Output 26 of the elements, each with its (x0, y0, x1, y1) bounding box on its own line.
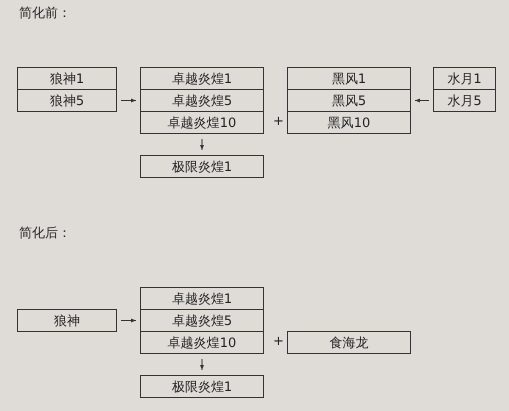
table-cell: 黑风10 (287, 111, 411, 134)
arrow (200, 358, 204, 370)
table-cell: 水月5 (433, 89, 496, 112)
arrow (120, 318, 136, 322)
table-cell: 卓越炎煌10 (140, 111, 264, 134)
table-cell: 卓越炎煌5 (140, 309, 264, 332)
arrow (120, 98, 136, 102)
table-cell: 卓越炎煌5 (140, 89, 264, 112)
table-cell: 极限炎煌1 (140, 375, 264, 398)
table-cell: 水月1 (433, 67, 496, 90)
table-cell: 卓越炎煌1 (140, 67, 264, 90)
table-cell: 极限炎煌1 (140, 155, 264, 178)
section-heading: 简化后： (19, 226, 71, 242)
table-cell: 食海龙 (287, 331, 411, 354)
table-cell: 黑风5 (287, 89, 411, 112)
section-heading: 简化前： (19, 6, 71, 22)
plus-sign: + (273, 114, 284, 130)
table-cell: 卓越炎煌1 (140, 287, 264, 310)
arrow (200, 138, 204, 150)
plus-sign: + (273, 334, 284, 350)
table-cell: 狼神1 (17, 67, 117, 90)
arrow (414, 98, 430, 102)
table-cell: 狼神 (17, 309, 117, 332)
table-cell: 狼神5 (17, 89, 117, 112)
table-cell: 黑风1 (287, 67, 411, 90)
table-cell: 卓越炎煌10 (140, 331, 264, 354)
